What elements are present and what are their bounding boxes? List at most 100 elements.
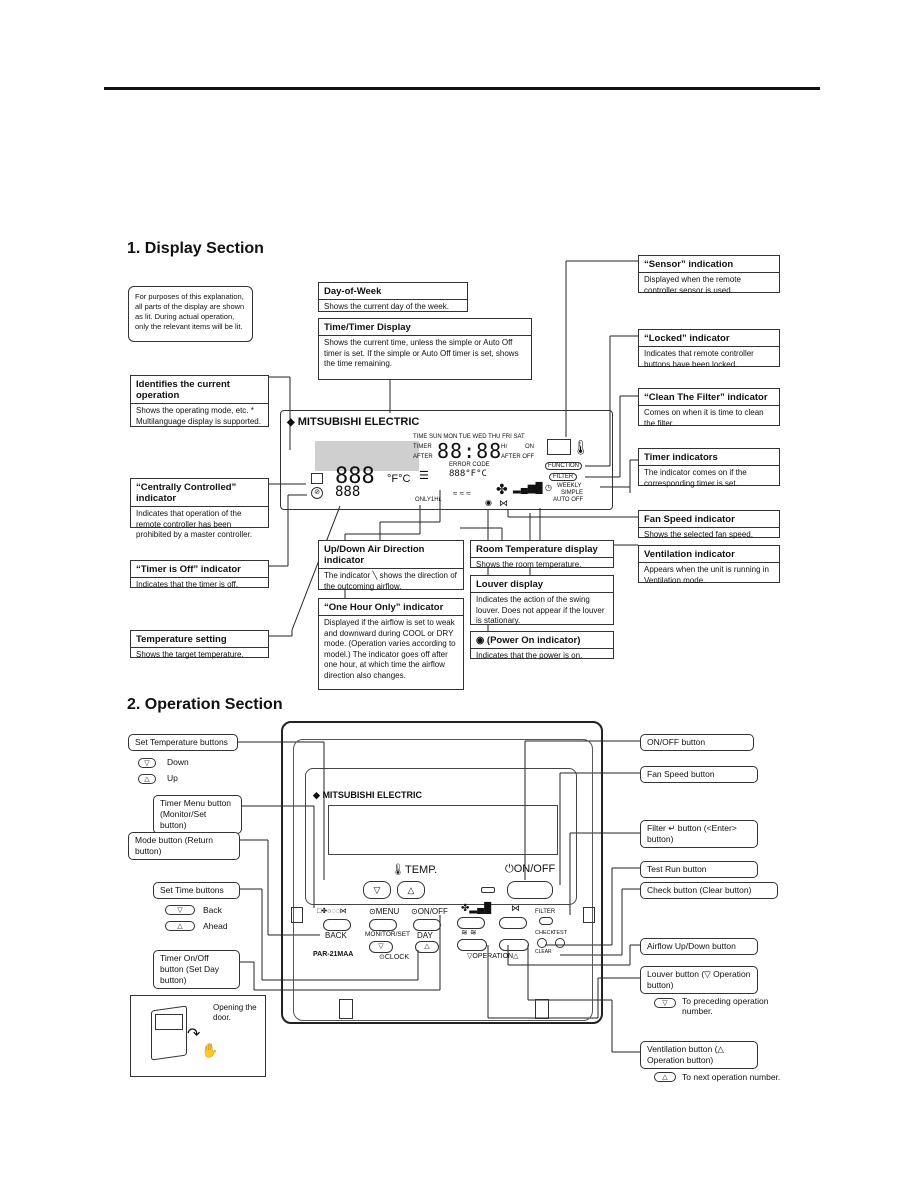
mitsubishi-logo-icon: ◆	[287, 417, 295, 428]
remote-brand: ◆ MITSUBISHI ELECTRIC	[313, 790, 422, 800]
current-operation-title: Identifies the current operation	[131, 376, 268, 404]
after-label: AFTER	[413, 454, 433, 460]
one-hour-label: ONLY1Hr.	[415, 497, 442, 503]
check-button[interactable]	[537, 938, 547, 948]
thermometer-icon: 🌡	[572, 439, 590, 455]
temp-unit: °F°C	[387, 473, 411, 485]
timer-off-title: “Timer is Off” indicator	[131, 561, 268, 578]
ventilation-title: Ventilation indicator	[639, 546, 779, 563]
mitsubishi-logo-icon: ◆	[313, 790, 320, 800]
day-of-week-body: Shows the current day of the week.	[324, 302, 449, 311]
sensor-body: Displayed when the remote controller sen…	[644, 275, 741, 295]
remote-onoff-label: ⏻ON/OFF	[505, 863, 556, 875]
time-timer-body: Shows the current time, unless the simpl…	[324, 338, 519, 368]
updown-direction-title: Up/Down Air Direction indicator	[319, 541, 463, 569]
menu-button[interactable]	[369, 919, 397, 931]
onoff-button[interactable]	[507, 881, 553, 899]
clean-filter-title: “Clean The Filter” indicator	[639, 389, 779, 406]
down-label: Down	[167, 757, 189, 767]
centrally-controlled-body: Indicates that operation of the remote c…	[136, 509, 253, 539]
day-labels: TIME SUN MON TUE WED THU FRI SAT	[413, 434, 525, 440]
ventilation-icon: ⋈	[499, 498, 508, 508]
day-of-week-box: Day-of-Week Shows the current day of the…	[318, 282, 468, 312]
remote-face	[305, 768, 577, 905]
lcd-brand: ◆ MITSUBISHI ELECTRIC	[287, 416, 420, 428]
day-of-week-title: Day-of-Week	[319, 283, 467, 300]
remote-screen	[328, 805, 558, 855]
power-on-box: ◉ (Power On indicator) Indicates that th…	[470, 631, 614, 660]
test-button[interactable]	[555, 938, 565, 948]
day-text: DAY	[417, 931, 433, 940]
filter-button[interactable]	[539, 917, 553, 925]
timer-indicators-box: Timer indicators The indicator comes on …	[638, 448, 780, 488]
mode-button-label: Mode button (Return button)	[128, 832, 240, 860]
timer-indicators-body: The indicator comes on if the correspond…	[644, 468, 747, 488]
function-label: FUNCTION	[545, 462, 582, 470]
clear-text: CLEAR	[535, 949, 552, 955]
ahead-label: Ahead	[203, 921, 228, 931]
ventilation-body: Appears when the unit is running in Vent…	[644, 565, 769, 585]
remote-sketch-screen	[155, 1014, 183, 1030]
timer-off-box: “Timer is Off” indicator Indicates that …	[130, 560, 269, 589]
up-label: Up	[167, 773, 178, 783]
fan-speed-bars-icon: ▂▄▆█	[513, 483, 543, 494]
airflow-icon: ≋ ≋	[461, 928, 477, 937]
clock-icon: ◷	[545, 483, 552, 492]
temp-down-button[interactable]: ▽	[363, 881, 391, 899]
central-control-icon	[311, 473, 323, 484]
centrally-controlled-title: “Centrally Controlled” indicator	[131, 479, 268, 507]
clock-text: ⊙CLOCK	[379, 954, 409, 961]
room-temperature-box: Room Temperature display Shows the room …	[470, 540, 614, 569]
clean-filter-body: Comes on when it is time to clean the fi…	[644, 408, 764, 428]
time-timer-title: Time/Timer Display	[319, 319, 531, 336]
louver-icon: ≈ ≈ ≈	[453, 489, 471, 498]
louver-display-box: Louver display Indicates the action of t…	[470, 575, 614, 625]
room-temperature-body: Shows the room temperature.	[476, 560, 582, 569]
on-label: ON	[525, 444, 534, 450]
temperature-setting-title: Temperature setting	[131, 631, 268, 648]
filter-button-label: Filter ↵ button (<Enter> button)	[640, 820, 758, 848]
timer-label: TIMER	[413, 444, 432, 450]
set-temp-digits: 888	[335, 464, 375, 489]
set-temp-label: Set Temperature buttons	[128, 734, 238, 751]
temp-up-button[interactable]: △	[397, 881, 425, 899]
ventilation-button-label: Ventilation button (△ Operation button)	[640, 1041, 758, 1069]
airflow-button-label: Airflow Up/Down button	[640, 938, 758, 955]
time-ahead-button[interactable]: △	[415, 941, 439, 953]
sensor-box: “Sensor” indication Displayed when the r…	[638, 255, 780, 295]
timer-off-body: Indicates that the timer is off.	[136, 580, 239, 589]
weekly-label: WEEKLY	[557, 483, 582, 489]
time-digits: 88:88	[437, 439, 503, 463]
louver-button[interactable]	[499, 939, 529, 951]
set-temp-digits-2: 888	[335, 484, 361, 500]
back-label: Back	[203, 905, 222, 915]
onoff-label: ON/OFF button	[640, 734, 754, 751]
one-hour-only-title: “One Hour Only” indicator	[319, 599, 463, 616]
timer-onoff-button[interactable]	[413, 919, 441, 931]
ventilation-box: Ventilation indicator Appears when the u…	[638, 545, 780, 585]
timer-indicators-title: Timer indicators	[639, 449, 779, 466]
display-section-title: 1. Display Section	[127, 240, 264, 257]
mode-button[interactable]	[323, 919, 351, 931]
timer-onoff-label: Timer On/Off button (Set Day button)	[153, 950, 240, 989]
one-hour-only-body: Displayed if the airflow is set to weak …	[324, 618, 456, 680]
ventilation-button[interactable]	[499, 917, 527, 929]
fan-speed-button[interactable]	[457, 917, 485, 929]
timer-onoff-text: ⊙ON/OFF	[411, 907, 448, 916]
prev-triangle-icon: ▽	[654, 998, 676, 1008]
clean-filter-box: “Clean The Filter” indicator Comes on wh…	[638, 388, 780, 428]
thermometer-icon: 🌡	[391, 864, 405, 876]
time-back-button[interactable]: ▽	[369, 941, 393, 953]
check-text: CHECK	[535, 930, 555, 936]
model-label: PAR-21MAA	[313, 951, 354, 958]
test-run-label: Test Run button	[640, 861, 758, 878]
error-code-label: ERROR CODE	[449, 462, 490, 468]
airflow-button[interactable]	[457, 939, 487, 951]
filter-text: FILTER	[535, 909, 556, 915]
lcd-panel: ◆ MITSUBISHI ELECTRIC TIME SUN MON TUE W…	[280, 410, 613, 510]
operation-section-title: 2. Operation Section	[127, 696, 283, 713]
after-off-label: AFTER OFF	[501, 454, 535, 460]
up-triangle-icon: △	[138, 774, 156, 784]
current-operation-body: Shows the operating mode, etc. * Multila…	[136, 406, 261, 426]
to-next-label: To next operation number.	[682, 1072, 781, 1082]
